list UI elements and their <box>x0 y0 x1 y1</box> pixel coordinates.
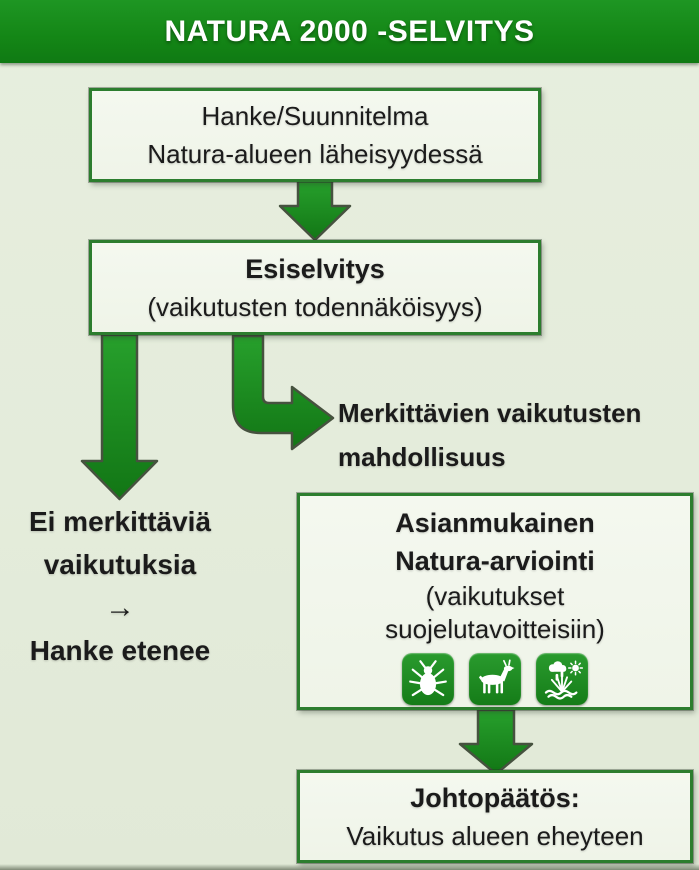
deer-icon <box>469 653 521 705</box>
label-no-significant-impacts: Ei merkittäviä vaikutuksia → Hanke etene… <box>10 500 230 672</box>
flow-box-project-plan: Hanke/Suunnitelma Natura-alueen läheisyy… <box>89 88 541 182</box>
right-branch-line2: mahdollisuus <box>338 442 506 472</box>
box2-subtitle: (vaikutusten todennäköisyys) <box>147 291 483 322</box>
box3-subtitle-line2: suojelutavoitteisiin) <box>385 614 605 644</box>
flow-box-natura-assessment: Asianmukainen Natura-arviointi (vaikutuk… <box>297 493 693 710</box>
page-title: NATURA 2000 -SELVITYS <box>164 14 535 48</box>
label-significant-impacts-possible: Merkittävien vaikutusten mahdollisuus <box>338 391 641 479</box>
flow-box-preliminary-study: Esiselvitys (vaikutusten todennäköisyys) <box>89 240 541 335</box>
arrow-down-box3-to-box4 <box>458 708 534 776</box>
box3-title-line1: Asianmukainen <box>395 508 595 538</box>
right-arrow-glyph: → <box>105 591 135 624</box>
box4-title: Johtopäätös: <box>410 782 580 813</box>
arrow-elbow-significant-impacts <box>231 334 335 451</box>
left-branch-line1: Ei merkittäviä <box>28 506 212 537</box>
species-habitat-icon-row <box>402 653 588 705</box>
box4-subtitle: Vaikutus alueen eheyteen <box>346 820 644 851</box>
box1-line1: Hanke/Suunnitelma <box>201 101 429 131</box>
box3-subtitle-line1: (vaikutukset <box>425 581 565 611</box>
arrow-down-box1-to-box2 <box>278 179 352 242</box>
arrow-down-no-significant-impacts <box>80 333 159 501</box>
header-bar: NATURA 2000 -SELVITYS <box>0 0 699 63</box>
box2-title: Esiselvitys <box>245 253 385 284</box>
left-branch-line2: vaikutuksia <box>43 549 197 580</box>
insect-icon <box>402 653 454 705</box>
left-branch-line3: Hanke etenee <box>29 635 211 666</box>
right-branch-line1: Merkittävien vaikutusten <box>338 398 642 428</box>
box3-title-line2: Natura-arviointi <box>395 546 595 576</box>
wetland-icon <box>536 653 588 705</box>
flow-box-conclusion: Johtopäätös: Vaikutus alueen eheyteen <box>297 770 693 863</box>
bottom-edge-shadow <box>0 864 699 870</box>
box1-line2: Natura-alueen läheisyydessä <box>147 139 483 169</box>
